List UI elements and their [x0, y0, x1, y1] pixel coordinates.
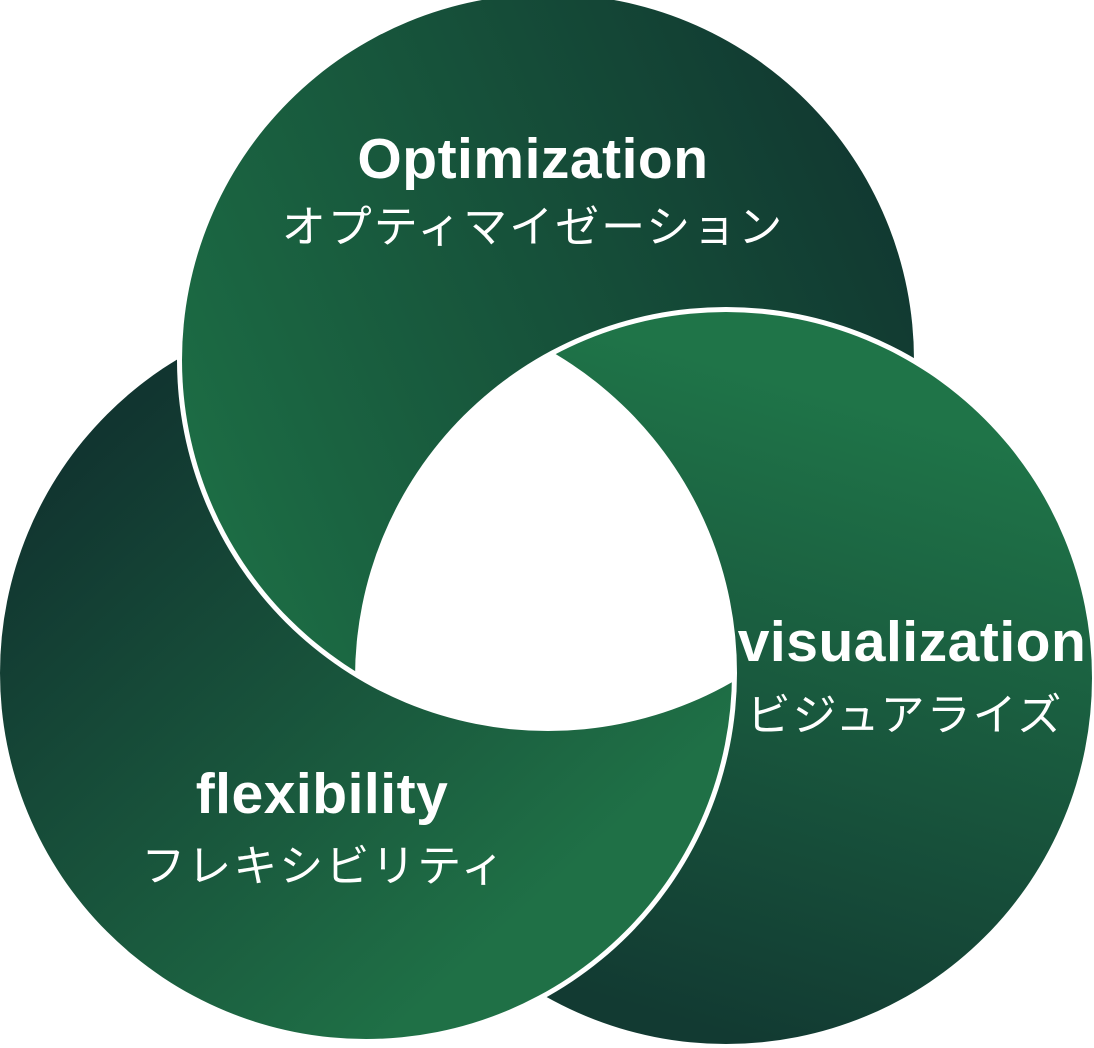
flexibility-label-ja: フレキシビリティ: [141, 842, 506, 891]
optimization-label-en: Optimization: [357, 127, 708, 191]
visualization-circle: [360, 312, 1092, 1044]
flexibility-label-en: flexibility: [196, 762, 449, 826]
visualization-label-ja: ビジュアライズ: [747, 691, 1064, 740]
visualization-label-en: visualization: [738, 610, 1087, 674]
optimization-label-ja: オプティマイゼーション: [282, 203, 784, 252]
